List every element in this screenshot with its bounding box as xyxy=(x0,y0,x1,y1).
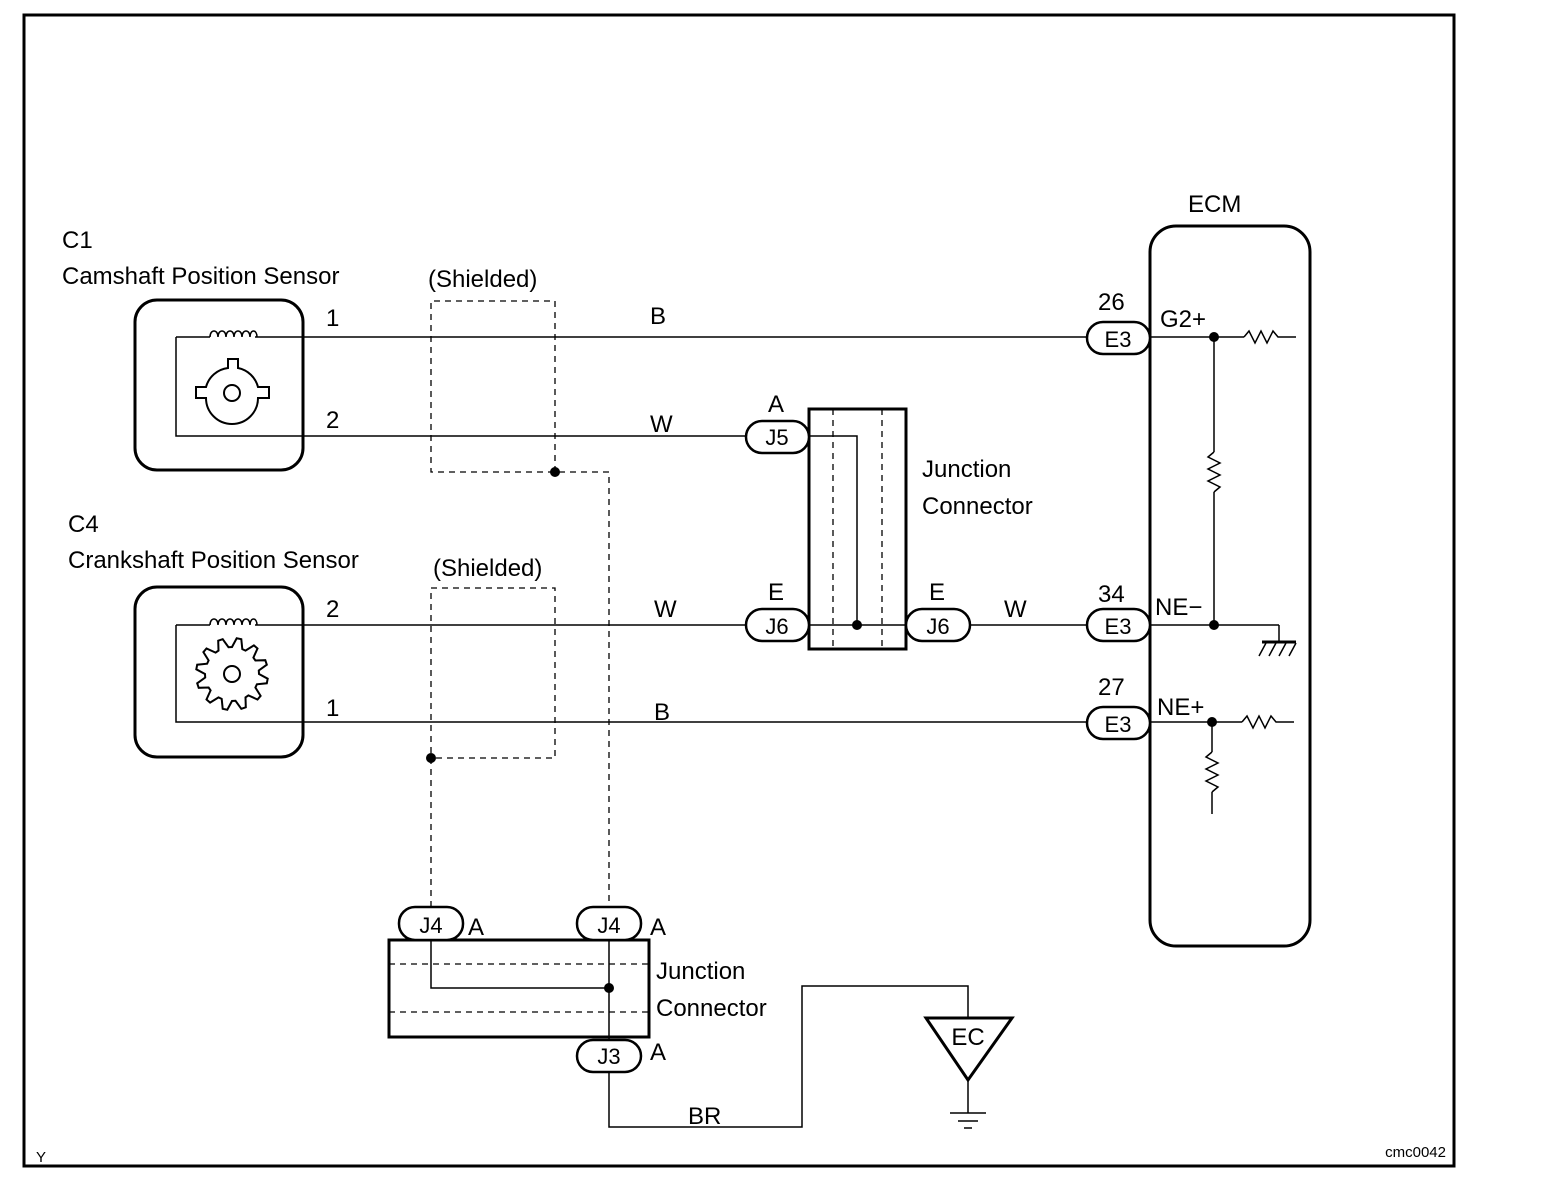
crankshaft-pin-2: 2 xyxy=(326,596,339,623)
junction-splice-dot xyxy=(852,620,862,630)
connector-j4-left xyxy=(397,905,465,942)
crankshaft-sensor-body xyxy=(133,585,305,759)
junction-bus xyxy=(430,940,609,989)
crankshaft-sensor-name: Crankshaft Position Sensor xyxy=(68,547,359,574)
ecm-pin-number: 34 xyxy=(1098,581,1125,608)
crankshaft-shield xyxy=(430,587,556,907)
camshaft-sensor-name: Camshaft Position Sensor xyxy=(62,263,339,290)
ecm-body xyxy=(1148,224,1312,948)
ecm-connector-label: E3 xyxy=(1105,327,1132,352)
ground-point-ec: EC xyxy=(923,1016,1015,1129)
ecm-connector-label: E3 xyxy=(1105,614,1132,639)
crankshaft-sensor-code: C4 xyxy=(68,511,99,538)
camshaft-pin-2: 2 xyxy=(326,407,339,434)
camshaft-sensor-body xyxy=(133,298,305,472)
crankshaft-pin-1: 1 xyxy=(326,695,339,722)
shield-junction-dot xyxy=(550,467,560,477)
junction-bottom-label-line2: Connector xyxy=(656,995,767,1022)
ecm-pin-number: 27 xyxy=(1098,674,1125,701)
wire-color-b-top: B xyxy=(650,303,666,330)
junction-connector-j4-j3 xyxy=(387,938,651,1039)
ecm-connector-e3-g2 xyxy=(1085,320,1152,356)
camshaft-sensor-code: C1 xyxy=(62,227,93,254)
ecm-signal-ne-minus: NE− xyxy=(1155,594,1202,621)
connector-j5 xyxy=(744,419,811,455)
crankshaft-shielded-label: (Shielded) xyxy=(433,555,542,582)
ecm-connector-label: E3 xyxy=(1105,712,1132,737)
diagram-frame xyxy=(22,13,1456,1168)
junction-connector-j5-j6 xyxy=(807,407,908,651)
ground-triangle-icon xyxy=(923,1016,1015,1083)
ecm-internal-circuit xyxy=(1150,329,1297,814)
ecm-pin-number: 26 xyxy=(1098,289,1125,316)
camshaft-pin-1: 1 xyxy=(326,305,339,332)
connector-j5-label: J5 xyxy=(765,425,788,450)
wire-color-w-crank: W xyxy=(654,596,677,623)
junction-bottom-label-line1: Junction xyxy=(656,958,745,985)
camshaft-shielded-label: (Shielded) xyxy=(428,266,537,293)
camshaft-sensor-internal xyxy=(175,330,303,437)
junction-bus xyxy=(809,435,858,625)
connector-j6-left xyxy=(744,607,811,643)
junction-label-line2: Connector xyxy=(922,493,1033,520)
connector-j4-right-pin: A xyxy=(650,914,666,941)
resistor-icon xyxy=(1243,329,1296,345)
connector-j6-right-pin: E xyxy=(929,579,945,606)
coil-icon xyxy=(209,330,258,338)
coil-icon xyxy=(209,618,258,626)
wire-color-w-ecm: W xyxy=(1004,596,1027,623)
chassis-ground-icon xyxy=(1258,640,1297,657)
connector-j4-left-label: J4 xyxy=(419,913,442,938)
footer-left-mark: Y xyxy=(36,1149,46,1166)
figure-code: cmc0042 xyxy=(1385,1144,1446,1161)
ecm-signal-g2: G2+ xyxy=(1160,306,1206,333)
resistor-icon xyxy=(1204,751,1220,793)
wire-color-b-bottom: B xyxy=(654,699,670,726)
wire-color-br: BR xyxy=(688,1103,721,1130)
crankshaft-sensor-internal xyxy=(175,618,303,723)
shield-junction-dot xyxy=(426,753,436,763)
ecm-connector-e3-ne-plus xyxy=(1085,705,1152,741)
wire-br xyxy=(608,985,969,1128)
connector-j4-right xyxy=(575,905,643,942)
connector-j4-left-pin: A xyxy=(468,914,484,941)
connector-j3-label: J3 xyxy=(597,1044,620,1069)
connector-j3-pin: A xyxy=(650,1039,666,1066)
connector-j4-right-label: J4 xyxy=(597,913,620,938)
connector-j6-right xyxy=(904,607,972,643)
resistor-icon xyxy=(1206,451,1222,493)
junction-splice-dot xyxy=(604,983,614,993)
connector-j5-pin: A xyxy=(768,391,784,418)
ecm-signal-ne-plus: NE+ xyxy=(1157,694,1204,721)
connector-j6-left-label: J6 xyxy=(765,614,788,639)
ground-label: EC xyxy=(951,1024,984,1051)
connector-j6-left-pin: E xyxy=(768,579,784,606)
connector-j6-right-label: J6 xyxy=(926,614,949,639)
camshaft-rotor-icon xyxy=(195,358,270,425)
wire-color-w-cam: W xyxy=(650,411,673,438)
crankshaft-gear-icon xyxy=(195,637,269,711)
camshaft-shield xyxy=(430,300,610,907)
ecm-title: ECM xyxy=(1188,191,1241,218)
resistor-icon xyxy=(1241,714,1294,730)
junction-label-line1: Junction xyxy=(922,456,1011,483)
